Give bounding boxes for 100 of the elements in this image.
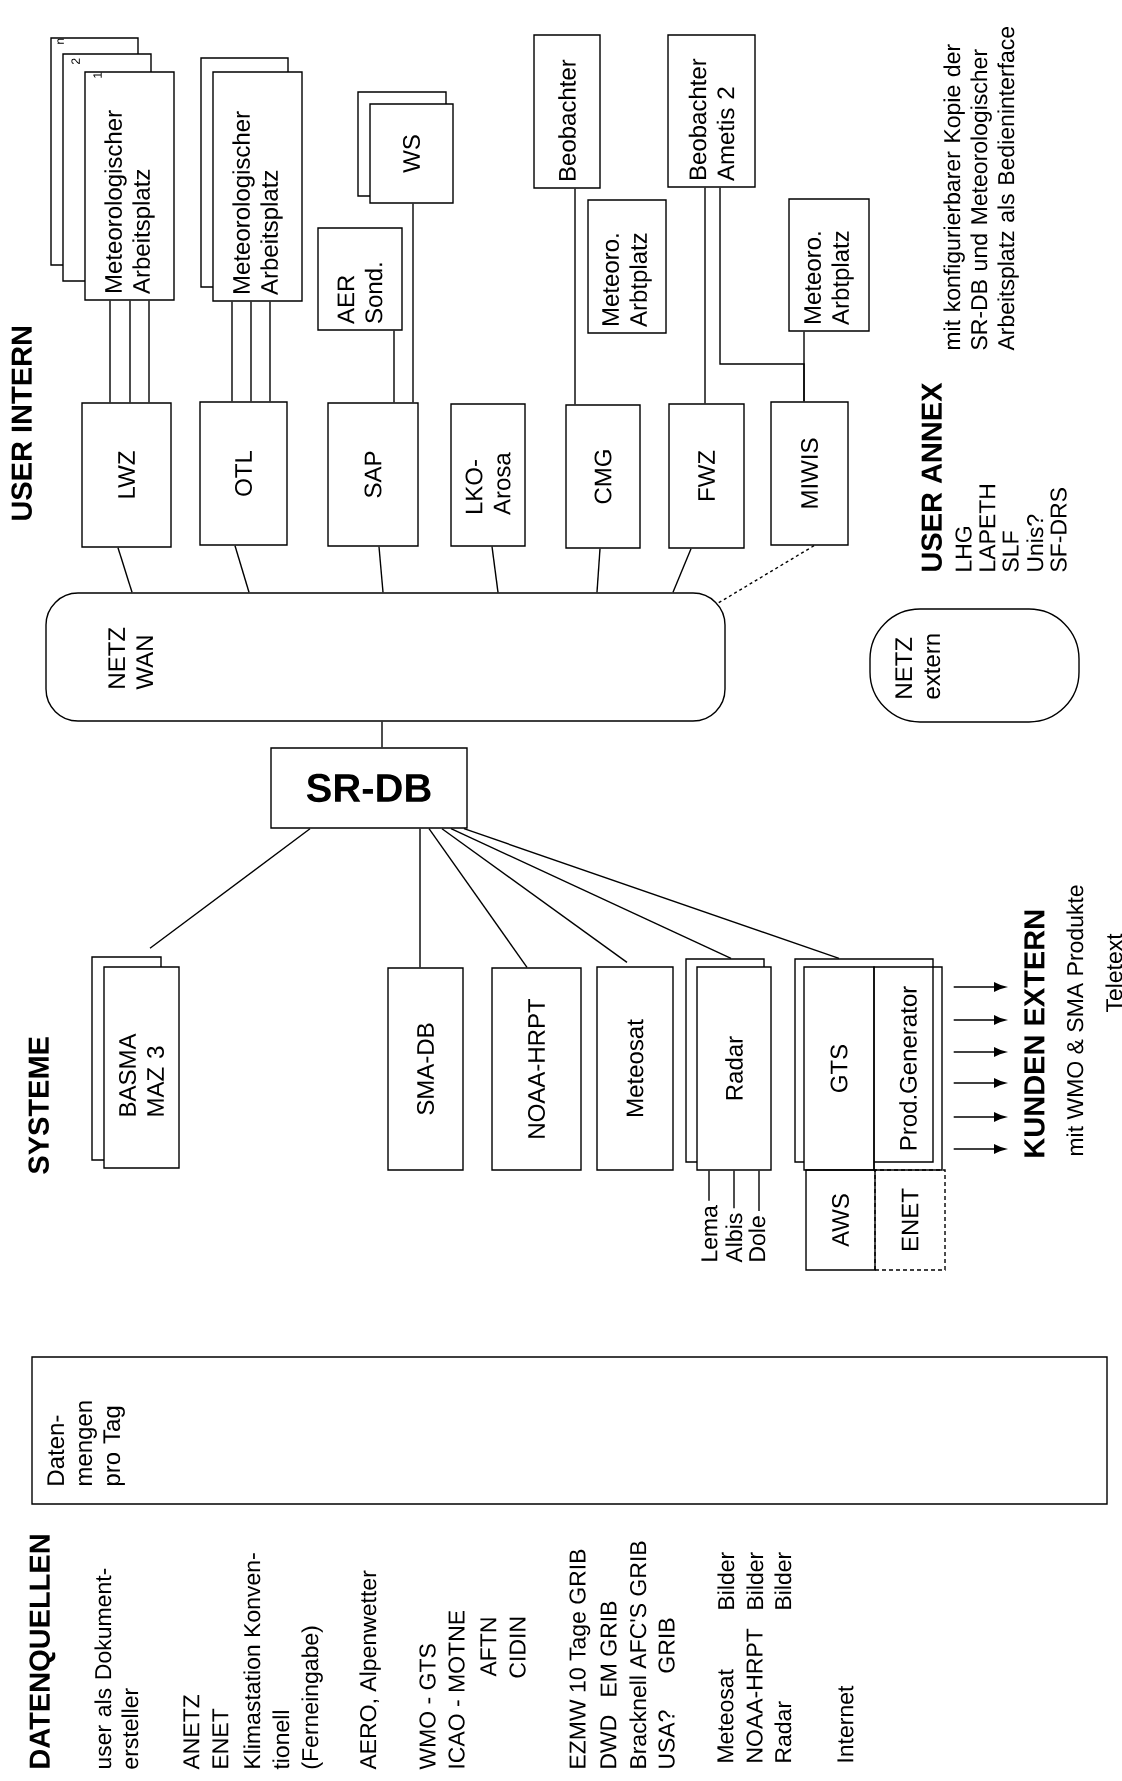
text-label: Klimastation Konven- [243,1553,261,1768]
text-label: SF-DRS [1050,488,1067,572]
dashed-box: ENET [874,1169,946,1271]
connector-line [393,330,395,403]
heading: KUNDEN EXTERN [1024,910,1045,1157]
heading: SYSTEME [28,1037,49,1174]
text-label: Internet [837,1685,854,1762]
connector-line [733,1170,735,1210]
process-box: Beobachter Ametis 2 [667,34,756,188]
process-box: AWS [805,1169,876,1271]
text-label: LHG [955,527,972,571]
connector-line [129,300,131,403]
connector-line [378,546,384,593]
text-label: USA? [658,1710,675,1768]
process-box: LKO- Arosa [450,403,526,547]
connector-line [717,545,815,604]
arrow [953,1015,1006,1025]
connector-line [596,548,601,593]
connector-line [463,828,840,959]
stack-number: 1 [93,72,102,78]
rounded-box: NETZ extern [869,608,1080,723]
text-label: (Ferneingabe) [301,1626,323,1769]
process-box: AER Sond. [317,227,403,331]
process-box: CMG [565,404,641,549]
text-label: AFTN [480,1618,497,1677]
text-label: GRIB [658,1618,675,1673]
text-label: Dole [748,1216,766,1261]
text-label: LAPETH [979,485,996,571]
text-label: tionell [272,1711,290,1770]
process-box: Beobachter [533,34,601,189]
connector-line [381,721,383,748]
text-label: ANETZ [183,1694,200,1770]
text-label: SLF [1002,531,1019,572]
arrow [953,1112,1006,1122]
connector-line [149,828,311,949]
heading: DATENQUELLEN [29,1535,56,1768]
process-box: OTL [199,401,288,546]
connector-line [428,828,528,968]
text-label: Lema [701,1205,718,1261]
process-box: LWZ [81,402,172,548]
process-box: Prod.Generator [873,966,943,1171]
text-label: Unis? [1026,514,1044,571]
text-label: WMO - GTS [419,1644,436,1770]
connector-line [441,828,628,963]
text-label: DWD [600,1715,617,1768]
connector-line [491,546,499,593]
text-label: CIDIN [509,1617,526,1678]
connector-line [450,828,732,959]
connector-line [109,300,111,403]
stack-number: 2 [71,58,80,64]
stacked-box: WS [357,91,454,204]
process-box: SMA-DB [387,967,464,1171]
text-label: Bilder [717,1552,735,1609]
process-box: Daten- mengen pro Tag [31,1356,1108,1505]
connector-line [708,1170,710,1202]
text-label: Bilder [774,1552,792,1609]
heading: USER INTERN [11,327,32,520]
process-box: Meteosat [596,966,674,1171]
text-label: ENET [212,1708,229,1768]
process-box: Meteoro. Arbtplatz [788,198,870,332]
process-box: Meteoro. Arbtplatz [587,199,667,334]
text-label: AERO, Alpenwetter [359,1570,381,1770]
process-box: SAP [327,402,419,547]
text-label: Albis [725,1213,743,1263]
connector-line [269,301,271,402]
connector-line [758,1170,760,1212]
text-label: EZMW 10 Tage GRIB [569,1549,591,1768]
connector-line [412,203,414,403]
text-label: Meteosat [717,1669,734,1762]
stacked-box: BASMA MAZ 3 [91,956,180,1169]
process-box: MIWIS [770,401,849,546]
connector-line [672,548,692,593]
heading: USER ANNEX [921,382,942,571]
stacked-box: Radar [685,958,772,1171]
connector-line [231,301,233,402]
stack-number: n [57,38,64,44]
arrow [953,1078,1006,1088]
connector-line [704,187,706,404]
rounded-box: NETZ WAN [45,592,726,722]
text-label: EM GRIB [600,1601,617,1696]
connector-line [117,547,133,593]
process-box: SR-DB [270,747,468,829]
text-label: ICAO - MOTNE [448,1610,465,1768]
connector-line [419,828,421,968]
arrow [953,1144,1006,1154]
connector-line [234,545,250,593]
text-label: Radar [774,1701,792,1762]
text-label: user als Dokument- ersteller [94,1568,139,1769]
caption-text: Teletext [1105,933,1122,1013]
connector-line [148,300,150,403]
connector-line [574,188,576,405]
process-box: FWZ [668,403,745,549]
arrow [953,1047,1006,1057]
process-box: NOAA-HRPT [491,967,582,1171]
arrow [953,982,1006,992]
stacked-box: Meteorologischer Arbeitsplatz [200,57,303,302]
text-label: mit konfigurierbarer Kopie der SR-DB und Meteorologischer Arbeitsplatz als Bedieninterface [943,26,1019,351]
text-label: Bilder [746,1552,764,1609]
text-label: Bracknell AFC'S GRIB [629,1541,647,1768]
caption-text: mit WMO & SMA Produkte [1066,885,1084,1156]
